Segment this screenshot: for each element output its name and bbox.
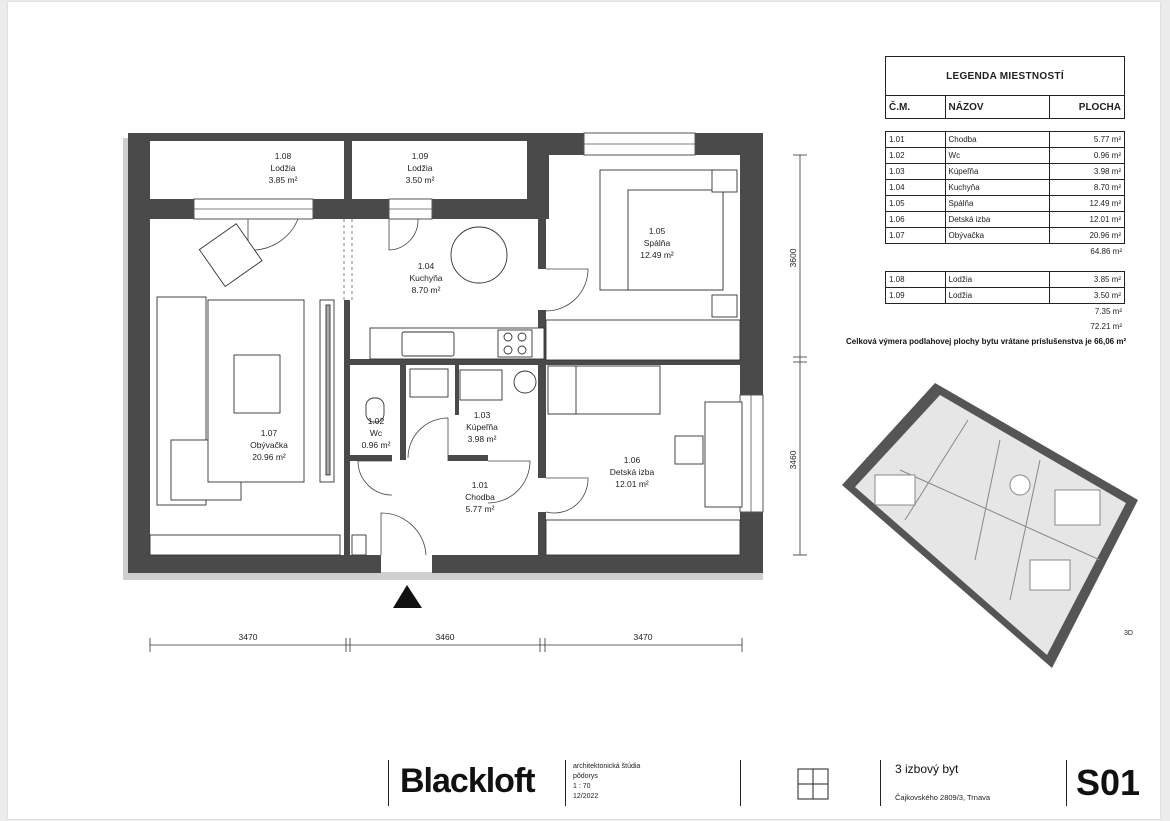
room-name: Obývačka	[250, 440, 288, 450]
total-floor-area-note: Celková výmera podlahovej plochy bytu vr…	[846, 337, 1127, 346]
room-name: Kúpeľňa	[466, 422, 498, 432]
dimension-line-right	[793, 154, 807, 556]
grand-total: 72.21 m²	[1090, 322, 1122, 331]
room-name: Lodžia	[407, 163, 432, 173]
dimension-label: 3470	[239, 632, 258, 642]
room-area: 20.96 m²	[252, 452, 286, 462]
divider	[1066, 760, 1067, 806]
3d-view	[842, 383, 1138, 668]
furniture	[149, 169, 743, 556]
room-area: 8.70 m²	[412, 285, 441, 295]
room-id: 1.08	[275, 151, 292, 161]
project-name: 3 izbový byt	[895, 762, 959, 776]
sheet-code: S01	[1076, 762, 1141, 803]
layout-icon	[797, 768, 829, 800]
outer-walls	[128, 133, 763, 573]
room-legend: LEGENDA MIESTNOSTÍ Č.M. NÁZOV PLOCHA 1.0…	[885, 56, 1125, 334]
col-area: PLOCHA	[1078, 101, 1122, 113]
room-area: 3.50 m²	[406, 175, 435, 185]
3d-view-label: 3D	[1124, 630, 1133, 637]
room-name: Lodžia	[270, 163, 295, 173]
dimension-label: 3460	[436, 632, 455, 642]
dimension-label: 3600	[788, 248, 798, 267]
company-logo: Blackloft	[400, 762, 536, 800]
room-name: Spálňa	[644, 238, 671, 248]
room-area: 3.85 m²	[269, 175, 298, 185]
room-id: 1.09	[412, 151, 429, 161]
room-id: 1.03	[474, 410, 491, 420]
divider	[740, 760, 741, 806]
col-number: Č.M.	[886, 96, 946, 118]
room-area: 3.98 m²	[468, 434, 497, 444]
divider	[565, 760, 566, 806]
legend-header: Č.M. NÁZOV PLOCHA	[885, 95, 1125, 119]
room-name: Chodba	[465, 492, 495, 502]
room-id: 1.06	[624, 455, 641, 465]
divider	[388, 760, 389, 806]
dimension-label: 3460	[788, 450, 798, 469]
room-id: 1.01	[472, 480, 489, 490]
dimension-label: 3470	[634, 632, 653, 642]
room-area: 0.96 m²	[362, 440, 391, 450]
dimension-line-bottom	[149, 638, 743, 652]
col-name: NÁZOV	[946, 96, 1050, 118]
legend-title: LEGENDA MIESTNOSTÍ	[885, 56, 1125, 95]
room-name: Wc	[370, 428, 383, 438]
room-id: 1.05	[649, 226, 666, 236]
entrance-arrow	[393, 585, 422, 608]
room-id: 1.04	[418, 261, 435, 271]
room-id: 1.02	[368, 416, 385, 426]
room-area: 12.01 m²	[615, 479, 649, 489]
room-name: Detská izba	[610, 467, 655, 477]
divider	[880, 760, 881, 806]
room-area: 5.77 m²	[466, 504, 495, 514]
subtotal-loggias: 7.35 m²	[1094, 307, 1122, 316]
room-id: 1.07	[261, 428, 278, 438]
room-name: Kuchyňa	[409, 273, 442, 283]
project-address: Čajkovského 2809/3, Trnava	[895, 793, 991, 802]
drawing-info: architektonická štúdia pôdorys 1 : 70 12…	[573, 763, 641, 800]
room-area: 12.49 m²	[640, 250, 674, 260]
subtotal-main: 64.86 m²	[1090, 247, 1122, 256]
inner-walls	[344, 219, 740, 555]
